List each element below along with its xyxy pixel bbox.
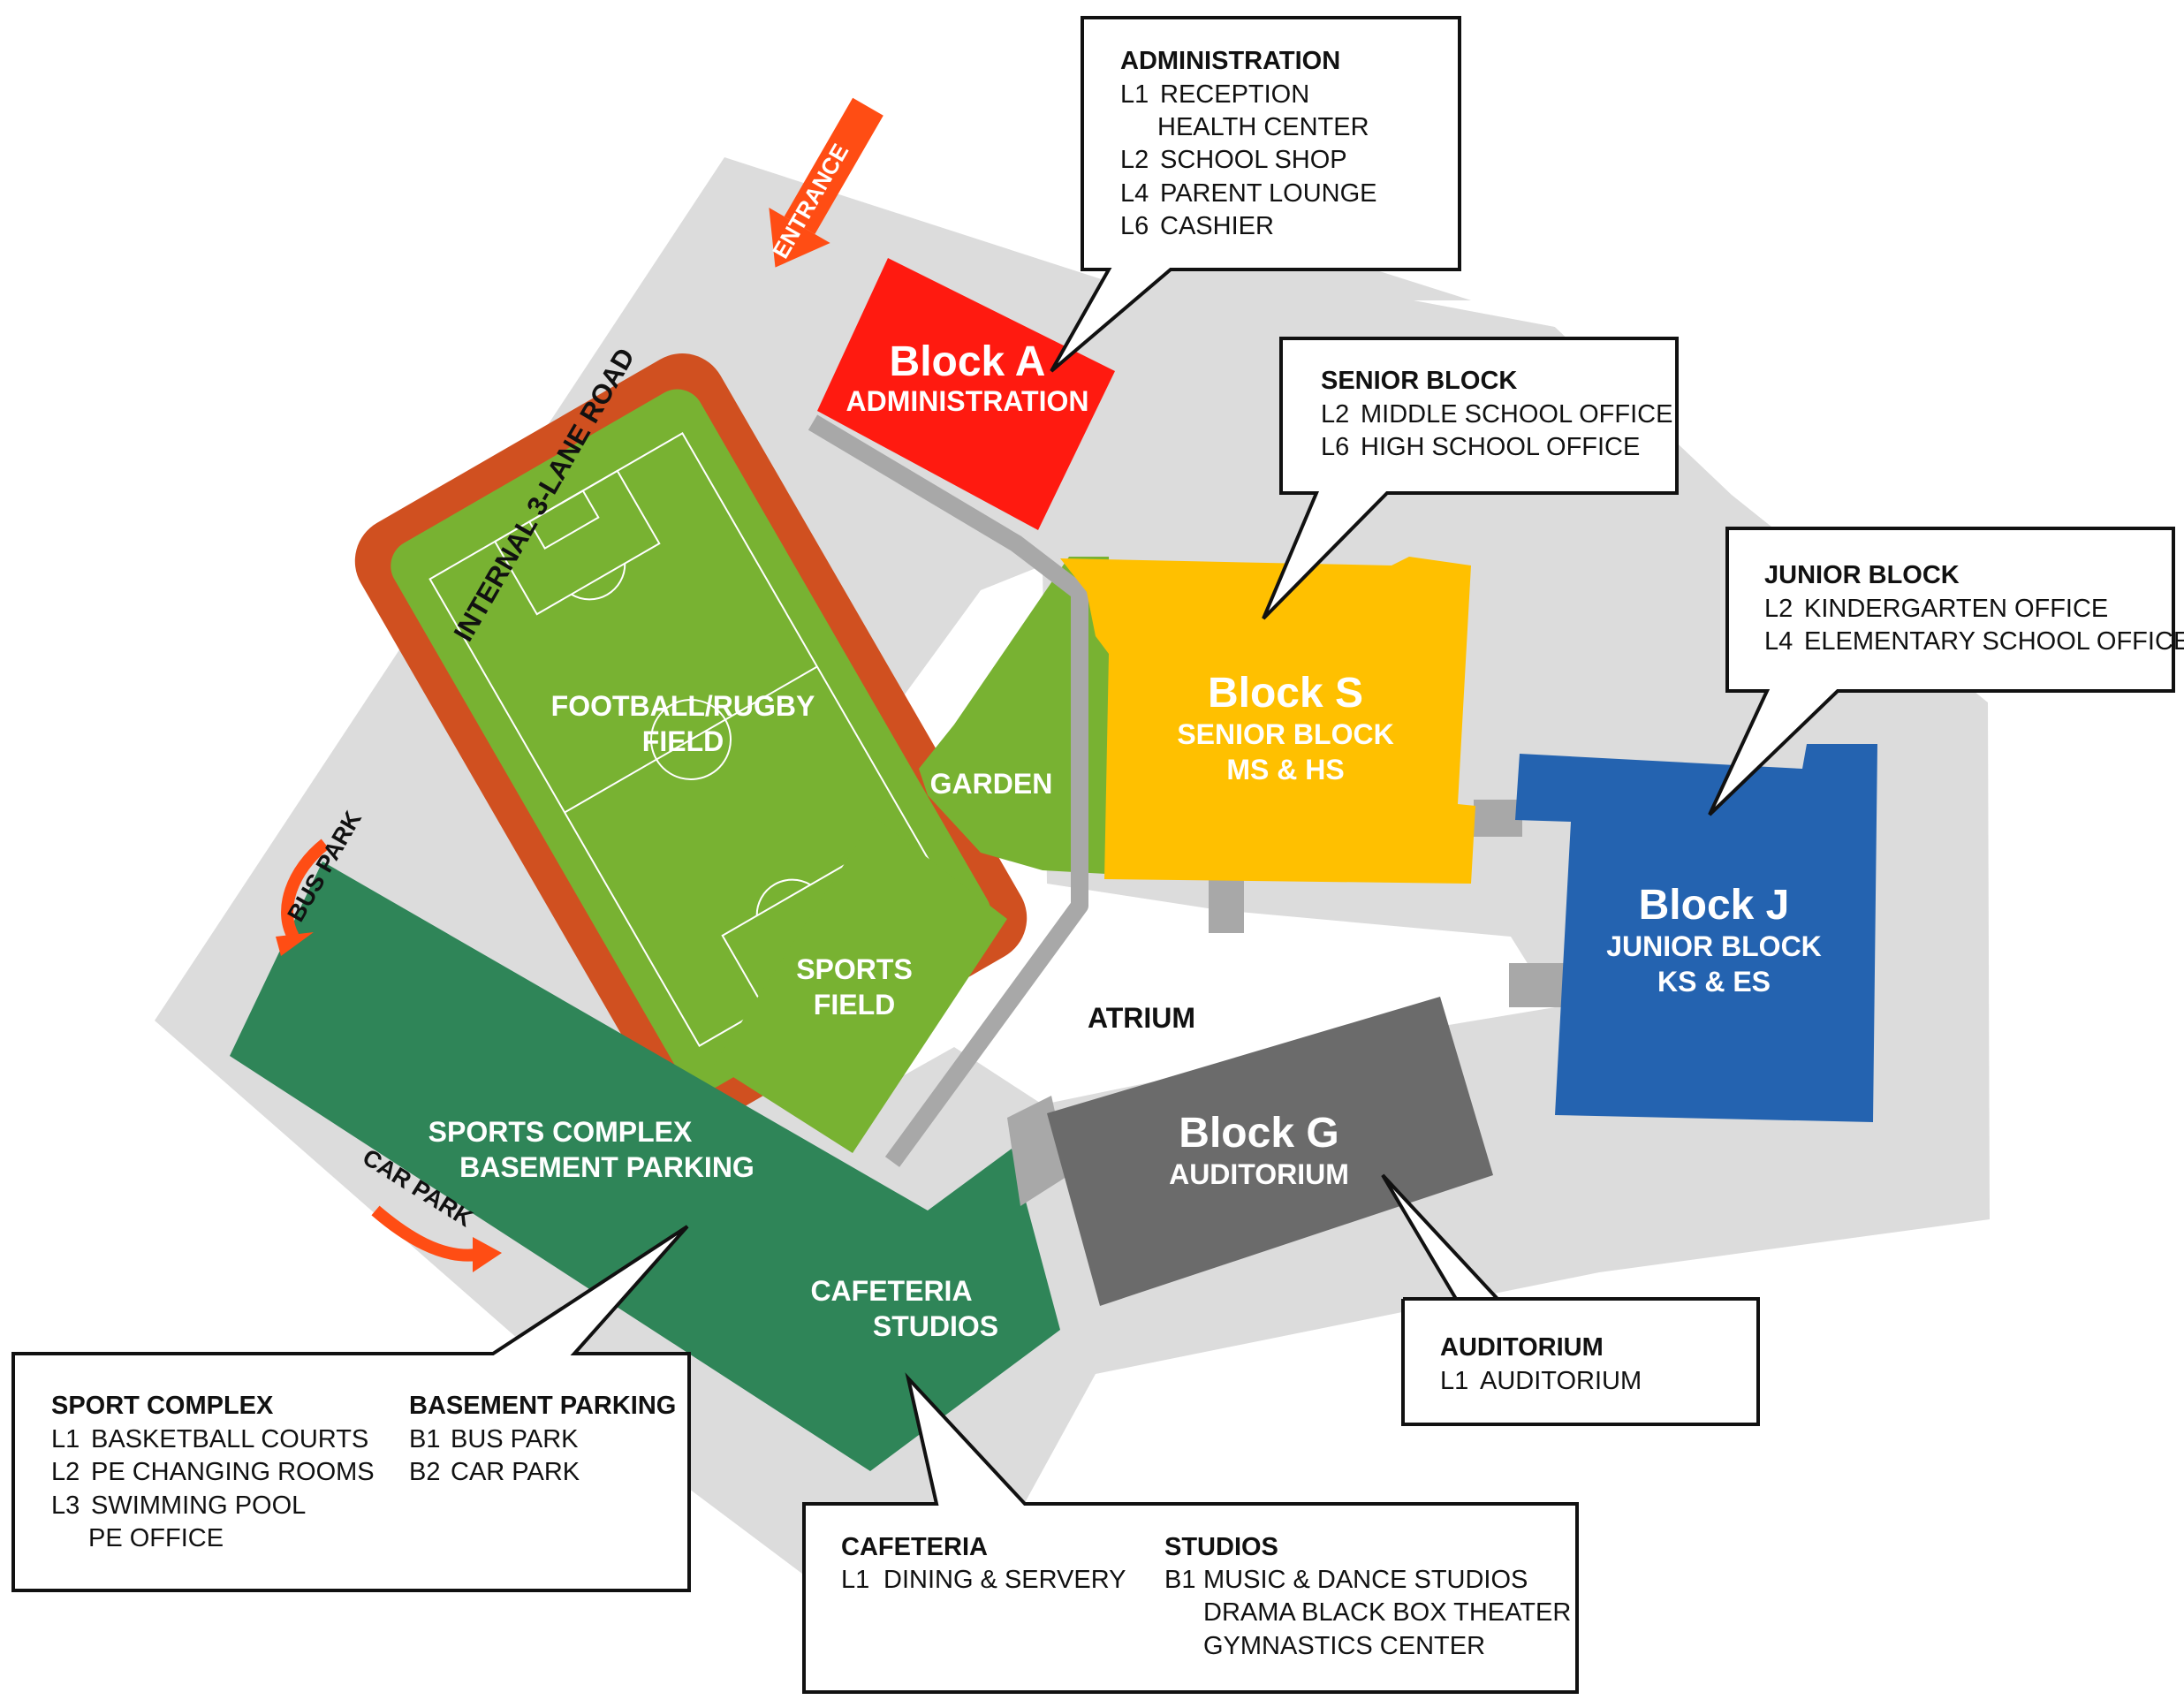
block-j-building — [1515, 744, 1877, 1122]
cafeteria-title: CAFETERIA — [841, 1533, 988, 1561]
auditorium-title: AUDITORIUM — [1440, 1333, 1604, 1362]
junior-row-1-level: L2 — [1764, 595, 1793, 623]
senior-row-1-text: MIDDLE SCHOOL OFFICE — [1361, 400, 1672, 429]
sport-complex-row-3-text: SWIMMING POOL — [91, 1491, 306, 1520]
studios-row-3-text: GYMNASTICS CENTER — [1203, 1632, 1485, 1660]
callout-boxes — [11, 16, 2175, 1694]
bus-park-arrowhead — [276, 932, 314, 956]
auditorium-row-1-text: AUDITORIUM — [1480, 1367, 1642, 1395]
block-j-sub2: KS & ES — [1657, 966, 1771, 998]
callout-auditorium-text: AUDITORIUM L1 AUDITORIUM — [1440, 1333, 1642, 1395]
callout-cafeteria-studios — [802, 1372, 1579, 1694]
sport-complex-title: SPORT COMPLEX — [51, 1392, 274, 1420]
basement-title: BASEMENT PARKING — [409, 1392, 676, 1420]
senior-row-1-level: L2 — [1321, 400, 1349, 429]
block-j-sub1: JUNIOR BLOCK — [1606, 930, 1822, 962]
block-a-sub: ADMINISTRATION — [846, 385, 1089, 417]
basement-row-2-text: CAR PARK — [451, 1458, 580, 1486]
callout-senior — [1262, 337, 1679, 620]
callout-sport-complex — [11, 1225, 691, 1592]
admin-row-4-level: L4 — [1120, 179, 1149, 208]
cafeteria-label-2: STUDIOS — [873, 1310, 998, 1342]
car-park-arrow — [371, 1205, 478, 1262]
connector-s-j — [1474, 800, 1522, 837]
junior-row-1-text: KINDERGARTEN OFFICE — [1804, 595, 2108, 623]
admin-row-1-level: L1 — [1120, 80, 1149, 109]
callout-cafeteria-studios-text: CAFETERIA L1 DINING & SERVERY STUDIOS B1… — [841, 1533, 1571, 1660]
garden-label: GARDEN — [930, 768, 1053, 800]
block-a-name: Block A — [890, 338, 1046, 385]
callout-auditorium — [1381, 1173, 1760, 1426]
admin-row-5-text: CASHIER — [1160, 212, 1274, 240]
sport-complex-row-2-text: PE CHANGING ROOMS — [91, 1458, 375, 1486]
sports-complex — [230, 861, 1060, 1471]
auditorium-row-1-level: L1 — [1440, 1367, 1468, 1395]
sports-complex-label-2: BASEMENT PARKING — [459, 1151, 755, 1183]
block-s-sub2: MS & HS — [1226, 754, 1344, 785]
studios-row-1-text: MUSIC & DANCE STUDIOS — [1203, 1566, 1528, 1594]
callout-senior-text: SENIOR BLOCK L2 MIDDLE SCHOOL OFFICE L6 … — [1321, 367, 1672, 461]
block-s-building — [1060, 557, 1475, 884]
admin-row-1-text: RECEPTION — [1160, 80, 1309, 109]
east-open-area — [1414, 300, 1988, 702]
senior-row-2-text: HIGH SCHOOL OFFICE — [1361, 433, 1640, 461]
sport-complex-row-4-text: PE OFFICE — [88, 1524, 224, 1552]
walkways — [808, 414, 1088, 1167]
admin-row-4-text: PARENT LOUNGE — [1160, 179, 1376, 208]
senior-row-2-level: L6 — [1321, 433, 1349, 461]
sports-complex-label-1: SPORTS COMPLEX — [428, 1116, 693, 1148]
admin-row-3-text: SCHOOL SHOP — [1160, 146, 1347, 174]
block-a-building — [817, 258, 1115, 530]
entrance-arrow — [769, 97, 883, 268]
callout-sport-complex-text: SPORT COMPLEX L1 BASKETBALL COURTS L2 PE… — [51, 1392, 676, 1552]
block-s-name: Block S — [1208, 670, 1363, 717]
studios-title: STUDIOS — [1164, 1533, 1278, 1561]
connector-g-j — [1509, 963, 1566, 1007]
admin-row-2-text: HEALTH CENTER — [1157, 113, 1369, 141]
sports-field-label-1: SPORTS — [796, 953, 913, 985]
block-j-name: Block J — [1639, 882, 1790, 929]
junior-row-2-text: ELEMENTARY SCHOOL OFFICE — [1804, 627, 2184, 656]
callout-junior-text: JUNIOR BLOCK L2 KINDERGARTEN OFFICE L4 E… — [1764, 561, 2184, 656]
sports-field — [714, 817, 1007, 1153]
block-g-name: Block G — [1179, 1110, 1338, 1157]
football-field-label-2: FIELD — [642, 725, 724, 757]
basement-row-1-text: BUS PARK — [451, 1425, 579, 1453]
junior-row-2-level: L4 — [1764, 627, 1793, 656]
sports-field-label-2: FIELD — [814, 989, 895, 1021]
callout-admin-text: ADMINISTRATION L1 RECEPTION HEALTH CENTE… — [1120, 47, 1376, 240]
block-g-sub: AUDITORIUM — [1169, 1158, 1349, 1190]
sport-complex-row-3-level: L3 — [51, 1491, 80, 1520]
basement-row-1-level: B1 — [409, 1425, 440, 1453]
atrium-label: ATRIUM — [1088, 1002, 1195, 1034]
block-g-building — [1047, 997, 1493, 1306]
football-field-label-1: FOOTBALL/RUGBY — [551, 690, 815, 722]
sport-complex-row-1-level: L1 — [51, 1425, 80, 1453]
basement-row-2-level: B2 — [409, 1458, 440, 1486]
callout-junior — [1708, 527, 2175, 816]
admin-row-3-level: L2 — [1120, 146, 1149, 174]
callout-admin — [1050, 16, 1461, 373]
junior-title: JUNIOR BLOCK — [1764, 561, 1960, 589]
block-s-sub1: SENIOR BLOCK — [1177, 718, 1393, 750]
studios-row-1-level: B1 — [1164, 1566, 1195, 1594]
cafeteria-row-1-text: DINING & SERVERY — [883, 1566, 1126, 1594]
cafeteria-label-1: CAFETERIA — [810, 1275, 972, 1307]
bus-park-arrow — [281, 839, 330, 940]
sport-complex-row-1-text: BASKETBALL COURTS — [91, 1425, 368, 1453]
car-park-arrowhead — [473, 1237, 502, 1272]
senior-title: SENIOR BLOCK — [1321, 367, 1517, 395]
admin-title: ADMINISTRATION — [1120, 47, 1340, 75]
cafeteria-row-1-level: L1 — [841, 1566, 869, 1594]
sport-complex-row-2-level: L2 — [51, 1458, 80, 1486]
studios-row-2-text: DRAMA BLACK BOX THEATER — [1203, 1598, 1571, 1627]
admin-row-5-level: L6 — [1120, 212, 1149, 240]
